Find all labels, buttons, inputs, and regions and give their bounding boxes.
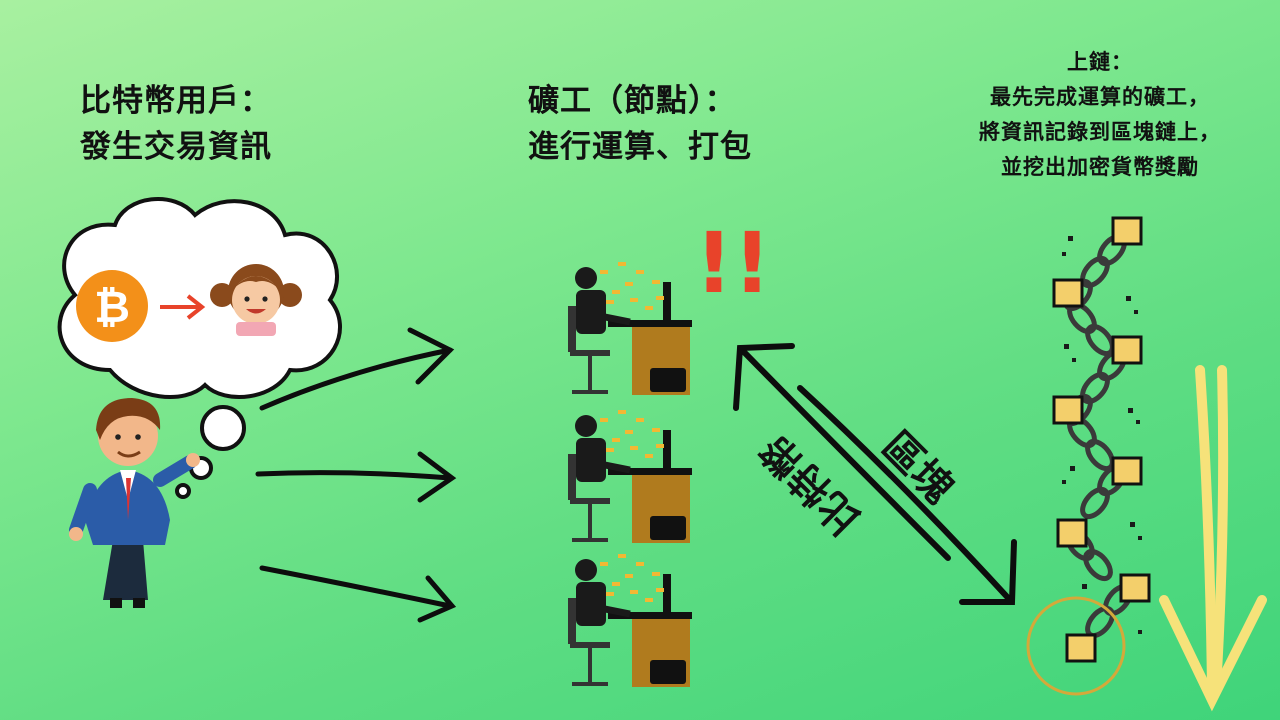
miner-title-line2: 進行運算、打包: [528, 129, 752, 165]
miner-workstation-1: [568, 262, 692, 395]
miner-title: 礦工（節點）： 進行運算、打包: [528, 78, 752, 170]
alert-exclamation-icon: !!: [695, 214, 772, 312]
miner-workstation-2: [568, 410, 692, 543]
miner-workstation-3: [568, 554, 692, 687]
red-arrow-icon: [160, 294, 206, 320]
user-title-line2: 發生交易資訊: [80, 129, 272, 165]
chain-title-line2: 最先完成運算的礦工，: [990, 85, 1210, 109]
user-businessman-icon: [69, 398, 200, 608]
svg-text:₿: ₿: [94, 282, 130, 333]
miner-title-line1: 礦工（節點）：: [528, 83, 737, 119]
transaction-arrows: [255, 327, 457, 623]
chain-title-line3: 將資訊記錄到區塊鏈上，: [979, 120, 1221, 144]
exchange-arrows: [733, 343, 1017, 605]
chain-title: 上鏈： 最先完成運算的礦工， 將資訊記錄到區塊鏈上， 並挖出加密貨幣獎勵: [930, 45, 1270, 185]
chain-title-line4: 並挖出加密貨幣獎勵: [1001, 155, 1199, 179]
highlight-ring: [1026, 596, 1126, 696]
blockchain-chain: [1026, 216, 1151, 696]
user-title: 比特幣用戶： 發生交易資訊: [80, 78, 272, 170]
yellow-down-arrow-icon: [1159, 365, 1267, 712]
chain-title-line1: 上鏈：: [1067, 50, 1133, 74]
thought-cloud: [57, 197, 342, 499]
recipient-girl-icon: [210, 264, 302, 336]
bitcoin-icon: ₿: [76, 270, 148, 342]
user-title-line1: 比特幣用戶：: [80, 83, 272, 119]
